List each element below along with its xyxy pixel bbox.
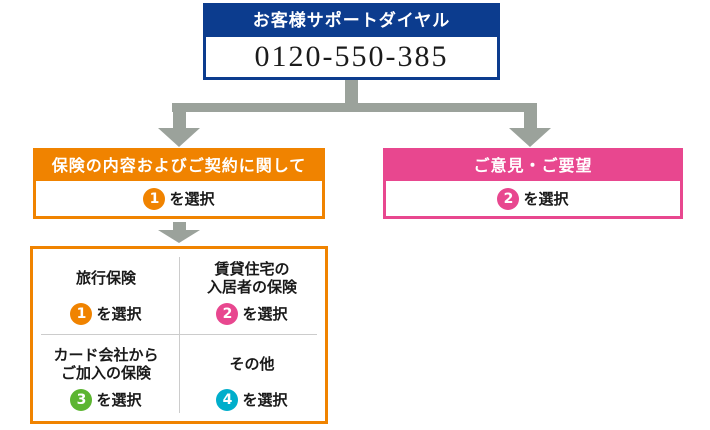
submenu-item-title-line: 旅行保険 (75, 268, 136, 287)
select-label: を選択 (242, 305, 288, 323)
submenu-item-title-line: ご加入の保険 (60, 363, 151, 382)
submenu-box: 旅行保険 1 を選択 賃貸住宅の 入居者の保険 2 を選択 カード会社から ご加… (30, 246, 328, 424)
down-arrow-icon (509, 112, 551, 147)
submenu-item-title: カード会社から ご加入の保険 (53, 345, 158, 383)
vertical-divider (179, 257, 180, 413)
submenu-item-title: 旅行保険 (76, 259, 136, 297)
branch-title: ご意見・ご要望 (386, 151, 680, 181)
submenu-item-title-line: カード会社から (53, 345, 159, 364)
submenu-item-select: 1 を選択 (70, 302, 142, 325)
submenu-cell-rental-housing-insurance: 賃貸住宅の 入居者の保険 2 を選択 (179, 249, 325, 334)
key-badge-2: 2 (497, 187, 520, 210)
connector-bar (172, 103, 537, 112)
branch-title: 保険の内容およびご契約に関して (36, 151, 322, 181)
submenu-item-title: 賃貸住宅の 入居者の保険 (207, 259, 297, 297)
submenu-item-select: 2 を選択 (216, 302, 288, 325)
submenu-item-title-line: その他 (229, 354, 275, 373)
key-badge-1: 1 (143, 187, 166, 210)
select-label: を選択 (523, 190, 569, 208)
connector-stem (345, 80, 358, 104)
key-badge-3: 3 (70, 388, 93, 411)
support-dial-title: お客様サポートダイヤル (206, 6, 497, 37)
branch-select: 1 を選択 (36, 181, 322, 216)
down-arrow-icon (158, 112, 200, 147)
submenu-cell-other: その他 4 を選択 (179, 334, 325, 421)
down-arrow-icon (158, 222, 200, 243)
arrow-stem (172, 222, 186, 230)
submenu-item-title-line: 賃貸住宅の (214, 259, 290, 278)
select-label: を選択 (96, 391, 142, 409)
submenu-item-title-line: 入居者の保険 (206, 277, 297, 296)
arrow-stem (523, 112, 537, 128)
arrow-head (509, 128, 551, 147)
key-badge-2: 2 (216, 302, 239, 325)
submenu-item-title: その他 (229, 345, 274, 383)
branch-insurance-contract: 保険の内容およびご契約に関して 1 を選択 (33, 148, 325, 219)
branch-feedback: ご意見・ご要望 2 を選択 (383, 148, 683, 219)
arrow-head (158, 230, 200, 243)
submenu-cell-card-company-insurance: カード会社から ご加入の保険 3 を選択 (33, 334, 179, 421)
arrow-head (158, 128, 200, 147)
submenu-cell-travel-insurance: 旅行保険 1 を選択 (33, 249, 179, 334)
support-dial-box: お客様サポートダイヤル 0120-550-385 (203, 3, 500, 80)
arrow-stem (172, 112, 186, 128)
key-badge-4: 4 (216, 388, 239, 411)
phone-number: 0120-550-385 (254, 40, 449, 73)
branch-select: 2 を選択 (386, 181, 680, 216)
key-badge-1: 1 (70, 302, 93, 325)
select-label: を選択 (96, 305, 142, 323)
select-label: を選択 (169, 190, 215, 208)
horizontal-divider (41, 334, 317, 335)
select-label: を選択 (242, 391, 288, 409)
submenu-item-select: 4 を選択 (216, 388, 288, 411)
submenu-item-select: 3 を選択 (70, 388, 142, 411)
